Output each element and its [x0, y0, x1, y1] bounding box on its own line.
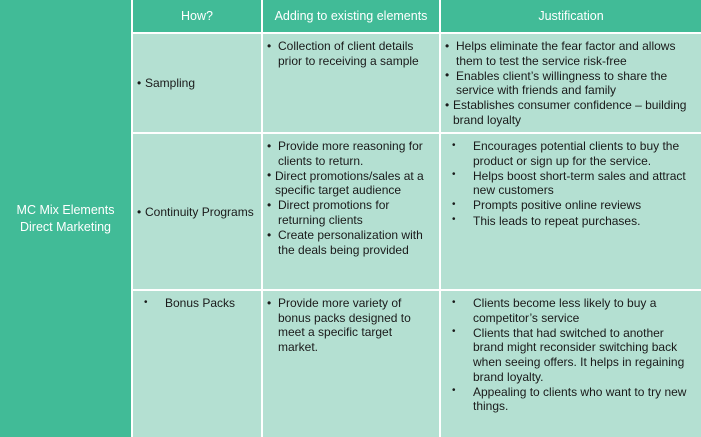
- cell-justification-sampling: Helps eliminate the fear factor and allo…: [439, 31, 701, 134]
- bullet-list: Provide more reasoning for clients to re…: [267, 139, 435, 257]
- bullet-list: Collection of client details prior to re…: [267, 38, 435, 68]
- list-item: Clients that had switched to another bra…: [445, 325, 697, 384]
- list-item: Direct promotions/sales at a specific ta…: [267, 168, 435, 198]
- list-item: Create personalization with the deals be…: [267, 228, 435, 257]
- cell-how-bonus-packs: Bonus Packs: [133, 289, 262, 437]
- cell-adding-bonus-packs: Provide more variety of bonus packs desi…: [261, 289, 440, 437]
- list-item: Encourages potential clients to buy the …: [445, 139, 697, 168]
- cell-adding-continuity-programs: Provide more reasoning for clients to re…: [261, 132, 440, 291]
- column-header-adding-to-existing-elements: Adding to existing elements: [261, 0, 440, 33]
- bullet-list: Clients become less likely to buy a comp…: [445, 296, 697, 414]
- bullet-list: Helps eliminate the fear factor and allo…: [445, 38, 697, 128]
- cell-how-continuity-programs: Continuity Programs: [133, 132, 262, 291]
- cell-how-sampling: Sampling: [133, 31, 262, 134]
- comparison-table-wrapper: How? Adding to existing elements Justifi…: [133, 0, 701, 437]
- cell-justification-continuity-programs: Encourages potential clients to buy the …: [439, 132, 701, 291]
- list-item: Prompts positive online reviews: [445, 198, 697, 213]
- column-header-justification: Justification: [439, 0, 701, 33]
- table-row: Sampling Collection of client details pr…: [133, 31, 701, 134]
- list-item: Provide more reasoning for clients to re…: [267, 139, 435, 168]
- table-header-row: How? Adding to existing elements Justifi…: [133, 0, 701, 33]
- comparison-table: How? Adding to existing elements Justifi…: [133, 0, 701, 437]
- table-row: Continuity Programs Provide more reasoni…: [133, 132, 701, 291]
- list-item: Helps eliminate the fear factor and allo…: [445, 38, 697, 68]
- left-category-label: MC Mix Elements Direct Marketing: [16, 202, 115, 234]
- list-item: Provide more variety of bonus packs desi…: [267, 296, 435, 354]
- how-label: Continuity Programs: [137, 205, 257, 220]
- list-item: Collection of client details prior to re…: [267, 38, 435, 68]
- list-item: This leads to repeat purchases.: [445, 213, 697, 229]
- list-item: Direct promotions for returning clients: [267, 198, 435, 227]
- how-label: Bonus Packs: [137, 296, 257, 311]
- cell-justification-bonus-packs: Clients become less likely to buy a comp…: [439, 289, 701, 437]
- list-item: Clients become less likely to buy a comp…: [445, 296, 697, 325]
- column-header-how: How?: [133, 0, 262, 33]
- table-row: Bonus Packs Provide more variety of bonu…: [133, 289, 701, 437]
- bullet-list: Encourages potential clients to buy the …: [445, 139, 697, 228]
- left-category-panel: MC Mix Elements Direct Marketing: [0, 0, 131, 437]
- how-label: Sampling: [137, 76, 257, 91]
- cell-adding-sampling: Collection of client details prior to re…: [261, 31, 440, 134]
- list-item: Appealing to clients who want to try new…: [445, 384, 697, 414]
- bullet-list: Provide more variety of bonus packs desi…: [267, 296, 435, 354]
- list-item: Helps boost short-term sales and attract…: [445, 168, 697, 198]
- list-item: Establishes consumer confidence – buildi…: [445, 98, 697, 127]
- list-item: Enables client’s willingness to share th…: [445, 68, 697, 98]
